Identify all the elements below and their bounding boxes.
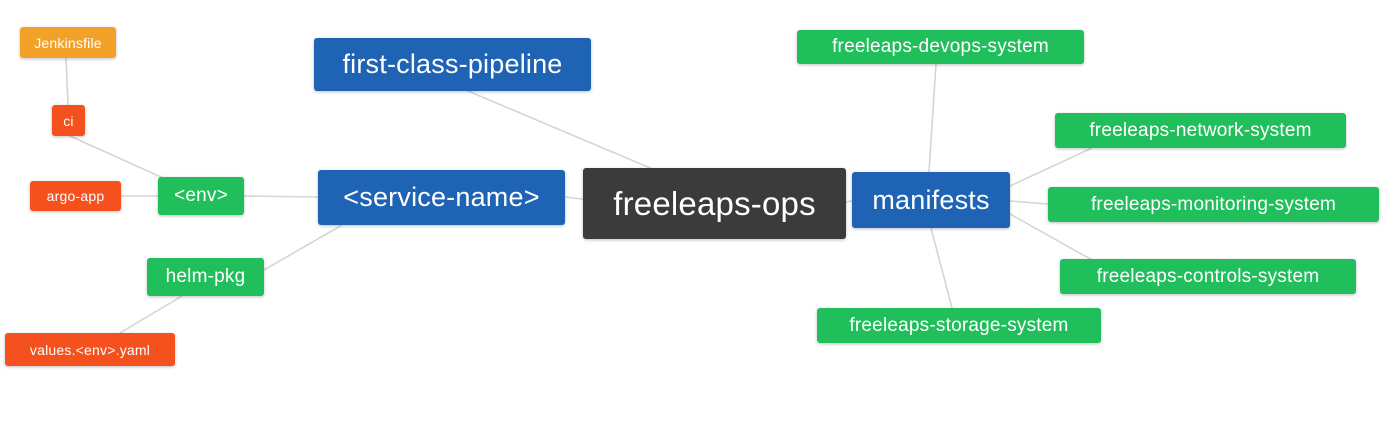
edge-pipeline-root (467, 90, 656, 171)
node-freeleaps-storage-system-label: freeleaps-storage-system (849, 314, 1069, 336)
edge-env-service-name (243, 195, 319, 198)
node-argo-app-label: argo-app (46, 188, 105, 204)
node-freeleaps-ops-root-label: freeleaps-ops (613, 184, 816, 222)
node-freeleaps-controls-system-label: freeleaps-controls-system (1096, 265, 1320, 287)
node-manifests-label: manifests (872, 184, 990, 215)
node-freeleaps-ops-root[interactable]: freeleaps-ops (583, 168, 846, 239)
node-service-name[interactable]: <service-name> (318, 170, 565, 225)
edge-manifests-network (1009, 147, 1093, 187)
node-ci[interactable]: ci (52, 105, 85, 136)
edge-values-helm-pkg (119, 295, 183, 334)
node-first-class-pipeline[interactable]: first-class-pipeline (314, 38, 591, 91)
node-jenkinsfile-label: Jenkinsfile (34, 34, 102, 51)
node-freeleaps-devops-system-label: freeleaps-devops-system (832, 36, 1049, 57)
node-helm-pkg[interactable]: helm-pkg (147, 258, 264, 296)
edge-manifests-controls (1009, 213, 1093, 261)
node-first-class-pipeline-label: first-class-pipeline (342, 49, 563, 79)
node-ci-label: ci (63, 112, 74, 129)
node-env-label: <env> (174, 185, 228, 206)
edge-manifests-monitoring (1009, 200, 1049, 205)
edge-manifests-devops (928, 63, 937, 173)
node-helm-pkg-label: helm-pkg (165, 266, 246, 287)
edge-ci-env (69, 135, 173, 183)
node-env[interactable]: <env> (158, 177, 244, 215)
node-values-env-yaml-label: values.<env>.yaml (29, 341, 151, 358)
node-values-env-yaml[interactable]: values.<env>.yaml (5, 333, 175, 366)
node-manifests[interactable]: manifests (852, 172, 1010, 228)
node-freeleaps-network-system-label: freeleaps-network-system (1089, 119, 1312, 141)
node-freeleaps-controls-system[interactable]: freeleaps-controls-system (1060, 259, 1356, 294)
node-freeleaps-monitoring-system[interactable]: freeleaps-monitoring-system (1048, 187, 1379, 222)
node-freeleaps-devops-system[interactable]: freeleaps-devops-system (797, 30, 1084, 64)
node-argo-app[interactable]: argo-app (30, 181, 121, 211)
edge-manifests-storage (930, 227, 953, 309)
node-freeleaps-monitoring-system-label: freeleaps-monitoring-system (1090, 193, 1337, 215)
node-freeleaps-network-system[interactable]: freeleaps-network-system (1055, 113, 1346, 148)
edge-helm-pkg-service-name (263, 224, 343, 271)
node-jenkinsfile[interactable]: Jenkinsfile (20, 27, 116, 58)
node-service-name-label: <service-name> (343, 182, 540, 212)
edge-jenkinsfile-ci (65, 57, 69, 106)
node-freeleaps-storage-system[interactable]: freeleaps-storage-system (817, 308, 1101, 343)
